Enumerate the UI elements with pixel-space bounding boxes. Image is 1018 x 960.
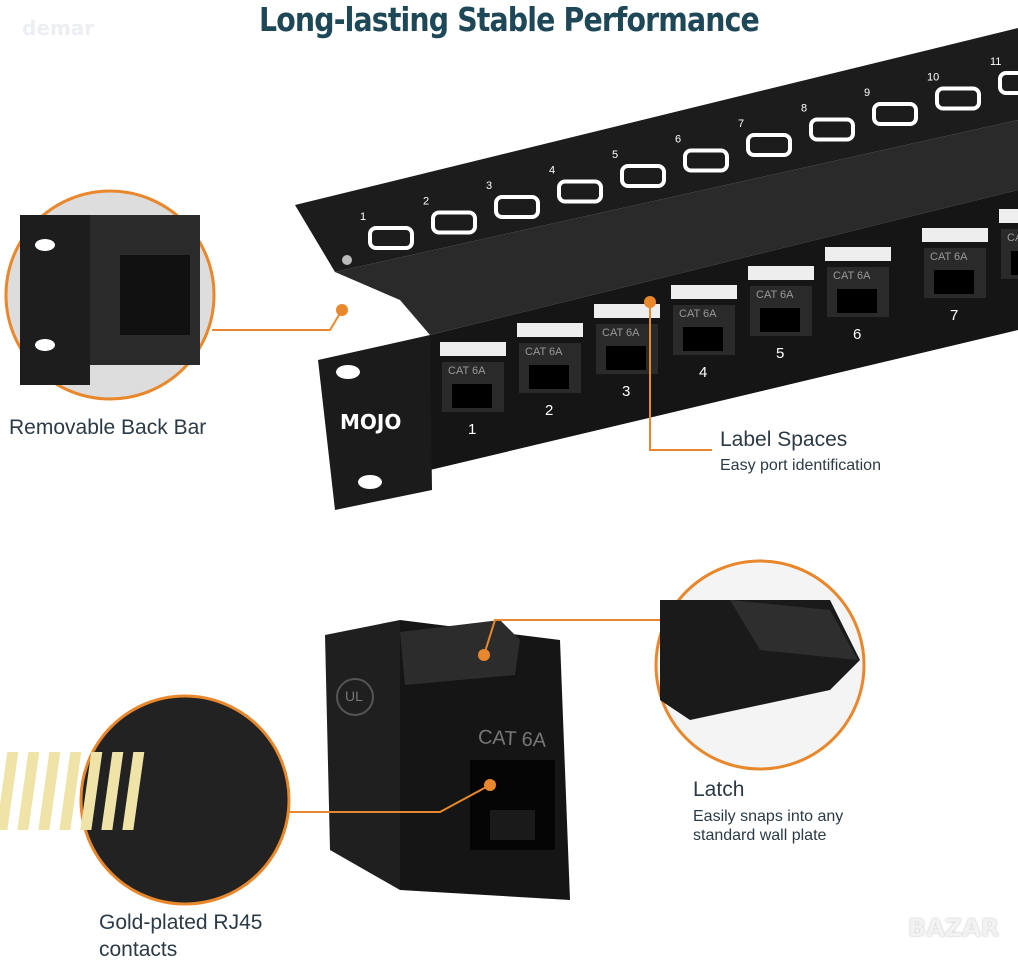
label-space — [440, 342, 506, 356]
label-space — [922, 228, 988, 242]
watermark-top: demar — [22, 16, 95, 40]
port-label: CAT 6A — [602, 327, 640, 339]
back-bar-slots: 1 2 3 4 5 6 7 8 9 10 11 — [360, 56, 1018, 250]
port-label: CAT 6A — [1007, 232, 1018, 244]
bar-slot — [809, 117, 855, 142]
bar-number: 8 — [801, 103, 807, 115]
bar-number: 9 — [864, 87, 870, 99]
back-bar-title: Removable Back Bar — [9, 416, 207, 439]
back-bar — [295, 28, 1018, 272]
port-number: 4 — [699, 364, 707, 381]
gold-pin — [38, 752, 61, 830]
bar-slot — [683, 148, 729, 173]
gold-pin — [17, 752, 40, 830]
watermark-bottom: BAZAR — [908, 914, 1000, 942]
port-number: 3 — [622, 383, 630, 400]
bar-number: 7 — [738, 118, 744, 130]
ul-mark: UL — [345, 688, 363, 704]
label-space — [594, 304, 660, 318]
bar-slot — [746, 133, 792, 157]
gold-pin — [101, 752, 124, 830]
port-label: CAT 6A — [756, 289, 794, 301]
port-label: CAT 6A — [679, 308, 717, 320]
label-spaces-subtitle: Easy port identification — [720, 457, 881, 474]
port-number: 6 — [853, 326, 861, 343]
contacts-title-2: contacts — [99, 938, 178, 960]
bar-number: 10 — [927, 72, 939, 84]
label-space — [999, 209, 1018, 223]
latch-subtitle-1: Easily snaps into any — [693, 808, 844, 825]
label-space — [671, 285, 737, 299]
port-label: CAT 6A — [448, 365, 486, 377]
bar-number: 4 — [549, 165, 555, 177]
port-number: 1 — [468, 421, 476, 438]
bar-number: 11 — [990, 56, 1001, 68]
port-label: CAT 6A — [525, 346, 563, 358]
latch-subtitle-2: standard wall plate — [693, 827, 827, 844]
port-number: 5 — [776, 345, 784, 362]
label-space — [517, 323, 583, 337]
bar-slot — [368, 226, 414, 250]
contacts-detail-circle — [79, 694, 291, 906]
bar-slot — [935, 86, 981, 111]
gold-pin — [59, 752, 82, 830]
bar-slot — [872, 102, 918, 126]
gold-pin — [80, 752, 103, 830]
bar-number: 3 — [486, 180, 492, 192]
bar-number: 5 — [612, 149, 618, 161]
label-space — [825, 247, 891, 261]
bar-number: 2 — [423, 196, 429, 208]
port-number: 7 — [950, 307, 958, 324]
port-number: 2 — [545, 402, 553, 419]
page-title: Long-lasting Stable Performance — [259, 0, 760, 39]
port-label: CAT 6A — [930, 251, 968, 263]
brand-logo: MOJO — [340, 410, 402, 434]
gold-pin — [0, 752, 19, 830]
keystone-label: CAT 6A — [477, 726, 547, 752]
bar-slot — [431, 210, 477, 235]
bar-slot — [998, 71, 1018, 95]
panel-top — [335, 120, 1018, 335]
latch-title: Latch — [693, 778, 745, 801]
bar-number: 1 — [360, 211, 366, 223]
gold-contacts — [0, 752, 145, 830]
callout-dots — [336, 296, 656, 791]
gold-pin — [122, 752, 145, 830]
label-spaces-title: Label Spaces — [720, 428, 848, 451]
contacts-title-1: Gold-plated RJ45 — [99, 911, 263, 934]
bar-slot — [557, 179, 603, 204]
label-space — [748, 266, 814, 280]
keystone-jack — [325, 620, 400, 890]
bar-slot — [620, 164, 666, 188]
bar-slot — [494, 195, 540, 219]
port-label: CAT 6A — [833, 270, 871, 282]
bar-number: 6 — [675, 134, 681, 146]
